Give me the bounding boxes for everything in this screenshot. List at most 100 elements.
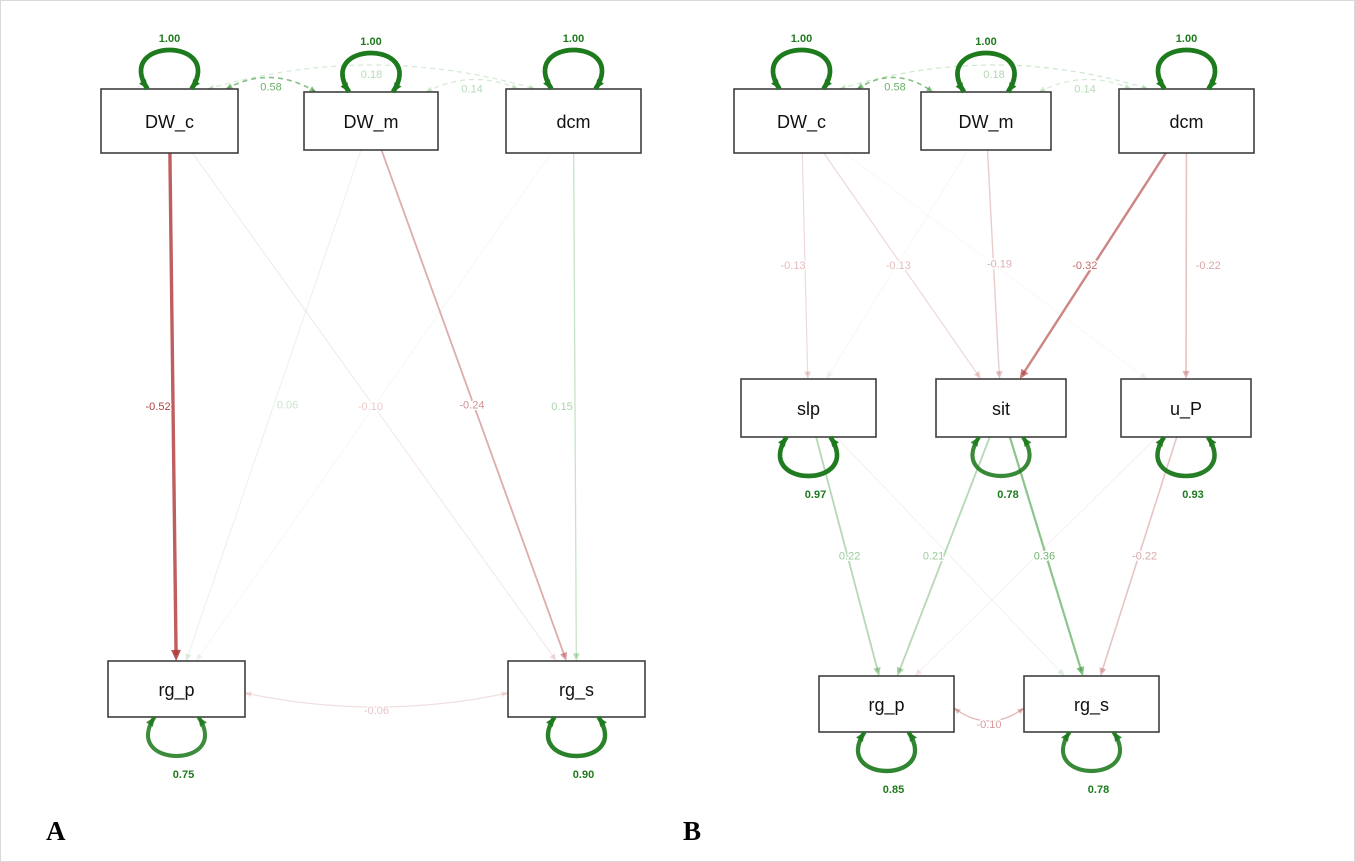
edge-DW_c-slp [801, 152, 809, 375]
covariance-arrow [245, 691, 252, 698]
covariance-label-DW_m-dcm: 0.14 [461, 84, 482, 96]
covariance-label-DW_m-dcm: 0.14 [1074, 84, 1095, 96]
covariance-DW_m-dcm [425, 78, 519, 93]
node-u_P [1120, 378, 1252, 438]
node-label-DW_c: DW_c [145, 112, 194, 133]
edge-arrow-u_P-rg_s [1099, 667, 1107, 676]
covariance-rg_p-rg_s [244, 692, 509, 708]
edge-DW_c-sit [823, 152, 980, 376]
edge-arrow-slp-rg_p [873, 666, 881, 676]
self-loop-arrow [823, 79, 832, 89]
self-loop-arrow [830, 437, 839, 447]
node-label-DW_m: DW_m [344, 112, 399, 133]
edge-sit-rg_s [1008, 436, 1083, 672]
panel-label-b: B [683, 816, 702, 846]
edge-label-DW_m-sit: -0.19 [987, 259, 1012, 271]
node-dcm [1118, 88, 1255, 154]
edge-label-dcm-rg_s: 0.15 [551, 401, 572, 413]
self-loop-DW_c [770, 47, 833, 91]
self-loop-rg_p [145, 715, 208, 759]
node-rg_s [507, 660, 646, 718]
self-loop-slp [777, 435, 840, 479]
self-loop-label-rg_s: 0.78 [1088, 784, 1109, 796]
edge-label-dcm-u_P: -0.22 [1196, 260, 1221, 272]
edge-arrow-dcm-rg_s [572, 653, 580, 661]
node-label-sit: sit [992, 399, 1010, 419]
edge-dcm-sit [1021, 152, 1167, 376]
edge-DW_m-sit [986, 149, 1000, 375]
self-loop-DW_m [955, 50, 1017, 94]
self-loop-arrow [598, 717, 607, 727]
node-rg_s [1023, 675, 1160, 733]
self-loop-arrow [198, 717, 207, 727]
self-loop-arrow [340, 82, 349, 92]
self-loop-label-rg_p: 0.85 [883, 784, 904, 796]
edge-label-sit-rg_p: 0.21 [923, 551, 944, 563]
self-loop-label-rg_s: 0.90 [573, 769, 594, 781]
covariance-DW_c-DW_m [225, 76, 317, 93]
edge-label-u_P-rg_s: -0.22 [1132, 551, 1157, 563]
edge-u_P-rg_p [917, 436, 1158, 674]
edge-arrow-sit-rg_p [896, 666, 904, 676]
node-DW_m [920, 91, 1052, 151]
covariance-DW_m-dcm [1038, 78, 1132, 93]
self-loop-arrow [1061, 732, 1070, 742]
edge-label-DW_c-rg_s: -0.10 [358, 401, 383, 413]
covariance-arrow [1017, 708, 1024, 715]
covariance-label-DW_c-DW_m: 0.58 [884, 82, 905, 94]
covariance-arrow [857, 83, 864, 89]
edge-DW_m-slp [828, 149, 969, 376]
edge-arrow-slp-rg_s [1057, 668, 1065, 676]
self-loop-dcm [1155, 47, 1218, 91]
self-loop-label-slp: 0.97 [805, 489, 826, 501]
node-label-dcm: dcm [1169, 112, 1203, 132]
self-loop-label-dcm: 1.00 [1176, 33, 1197, 45]
edge-label-sit-rg_s: 0.36 [1034, 551, 1055, 563]
edge-label-DW_c-slp: -0.13 [780, 260, 805, 272]
edge-arrow-DW_m-slp [826, 371, 833, 379]
self-loop-label-sit: 0.78 [997, 489, 1018, 501]
self-loop-arrow [546, 717, 555, 727]
covariance-label-DW_c-dcm: 0.18 [361, 69, 382, 81]
self-loop-arrow [595, 79, 604, 89]
node-label-rg_p: rg_p [158, 680, 194, 701]
self-loop-sit [970, 435, 1032, 479]
self-loop-label-DW_c: 1.00 [159, 33, 180, 45]
self-loop-arrow [1023, 437, 1032, 447]
node-label-rg_s: rg_s [559, 680, 594, 701]
self-loop-arrow [1156, 79, 1165, 89]
edge-label-DW_c-sit: -0.13 [886, 260, 911, 272]
covariance-label-DW_c-dcm: 0.18 [983, 69, 1004, 81]
edge-DW_c-rg_p [168, 152, 178, 655]
self-loop-arrow [1208, 437, 1217, 447]
self-loop-arrow [191, 79, 200, 89]
node-dcm [505, 88, 642, 154]
self-loop-arrow [1008, 82, 1017, 92]
covariance-DW_c-dcm [207, 64, 536, 90]
self-loop-arrow [908, 732, 917, 742]
node-label-rg_p: rg_p [868, 695, 904, 716]
self-loop-arrow [1113, 732, 1122, 742]
covariance-label-rg_p-rg_s: -0.10 [976, 719, 1001, 731]
self-loop-rg_s [545, 715, 608, 759]
edge-arrow-DW_c-u_P [1139, 372, 1148, 379]
node-label-dcm: dcm [556, 112, 590, 132]
covariance-arrow [426, 86, 433, 92]
self-loop-arrow [771, 79, 780, 89]
edge-arrow-DW_c-sit [973, 370, 981, 379]
edge-arrow-DW_c-rg_s [549, 653, 557, 661]
self-loop-arrow [970, 437, 979, 447]
edge-label-dcm-sit: -0.32 [1072, 260, 1097, 272]
covariance-rg_p-rg_s [953, 707, 1025, 722]
node-label-rg_s: rg_s [1074, 695, 1109, 716]
edge-dcm-rg_p [197, 152, 552, 659]
covariance-arrow [309, 86, 316, 92]
covariance-arrow [511, 83, 518, 90]
covariance-DW_c-dcm [839, 64, 1149, 90]
self-loop-u_P [1155, 435, 1217, 479]
edge-label-DW_m-rg_s: -0.24 [459, 400, 484, 412]
node-label-u_P: u_P [1170, 399, 1202, 420]
panel-label-a: A [46, 816, 66, 846]
